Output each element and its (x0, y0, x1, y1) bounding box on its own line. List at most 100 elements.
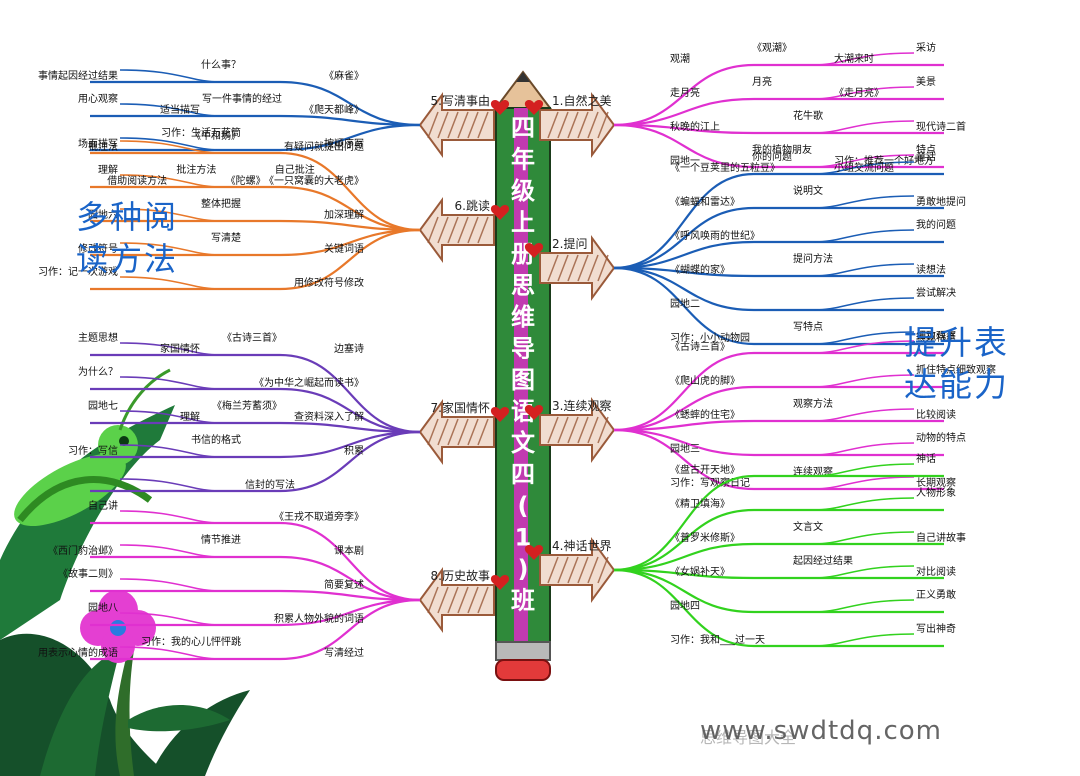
branch-text: 情节推进 (201, 533, 241, 546)
branch-line (90, 123, 421, 152)
branch-text: 园地四 (670, 599, 700, 612)
unit-group (524, 463, 944, 648)
branch-text: 查资料深入了解 (294, 410, 364, 423)
arrow-hatch (437, 586, 449, 614)
arrow-hatch (437, 418, 449, 446)
left-title-line-2: 读方法 (76, 240, 179, 278)
arrow-hatch (467, 586, 479, 614)
arrow-hatch (557, 416, 569, 444)
arrow-hatch (597, 254, 609, 282)
arrow-hatch (457, 418, 469, 446)
branch-text: 什么事？ (201, 58, 241, 71)
branch-line (613, 172, 944, 270)
sub-branch-line (813, 331, 915, 345)
branch-text: 适当描写 (160, 103, 200, 116)
branch-text: 人物形象 (916, 486, 956, 499)
unit-group (90, 510, 510, 661)
arrow-hatch (447, 418, 459, 446)
branch-text: 园地六 (88, 208, 118, 221)
sub-branch-line (813, 531, 915, 545)
branch-text: 《西门豹治邺》 (48, 544, 118, 557)
branch-line (613, 542, 944, 572)
sub-branch-line (813, 120, 915, 134)
branch-text: 《蟋蟀的住宅》 (670, 408, 740, 421)
arrow-hatch (457, 586, 469, 614)
branch-line (613, 123, 944, 169)
branch-line (90, 598, 421, 627)
branch-text: 《为中华之崛起而读书》 (254, 376, 364, 389)
arrow-hatch (567, 254, 579, 282)
arrow-hatch (597, 416, 609, 444)
branch-text: 用心观察 (78, 92, 118, 105)
branch-text: 采访 (916, 42, 936, 54)
unit-arrow (418, 566, 495, 634)
branch-text: 场面描写 (78, 137, 118, 150)
branch-text: 《古诗三首》 (670, 340, 730, 353)
arrow-hatch (437, 111, 449, 139)
heart-icon (490, 205, 510, 220)
branch-line (90, 228, 421, 257)
arrow-hatch (587, 556, 599, 584)
sub-branch-line (119, 242, 221, 256)
unit-arrow (539, 396, 616, 464)
branch-line (90, 228, 421, 291)
arrow-hatch (557, 556, 569, 584)
arrow-hatch (557, 254, 569, 282)
branch-text: 小组交流问题 (834, 161, 894, 174)
branch-text: 批注法 (88, 140, 118, 153)
branch-text: 观潮 (670, 52, 690, 65)
unit-arrow (418, 196, 495, 264)
branch-line (613, 63, 944, 127)
unit-arrow (418, 91, 495, 159)
arrow-hatch (587, 111, 599, 139)
branch-text: 园地七 (88, 399, 118, 412)
branch-text: 习作：推荐一个好地方 (834, 154, 934, 167)
sub-branch-line (813, 476, 915, 490)
branch-text: 《梅兰芳蓄须》 (212, 399, 282, 412)
pencil-ferrule (495, 641, 551, 661)
central-title-char: 上 (511, 209, 535, 237)
sub-branch-line (119, 174, 221, 188)
grasshopper-antenna (118, 368, 171, 431)
branch-text: 特点 (916, 144, 936, 156)
sub-branch-line (813, 442, 915, 456)
branch-text: 习作：我的心儿怦怦跳 (141, 635, 241, 648)
sub-branch-line (813, 497, 915, 511)
branch-text: 文言文 (793, 520, 823, 533)
arrow-hatch (577, 111, 589, 139)
sub-branch-line (119, 208, 221, 222)
flower-leaf (128, 705, 230, 732)
central-title-char: 维 (511, 303, 535, 331)
branch-line (90, 80, 421, 127)
branch-line (90, 598, 421, 661)
branch-text: 自己批注 (275, 163, 315, 176)
branch-text: 童话 (916, 150, 936, 163)
branch-text: 《呼风唤雨的世纪》 (670, 229, 760, 242)
grasshopper-body (14, 453, 126, 527)
unit-group (524, 52, 944, 169)
sub-branch-line (813, 340, 915, 354)
branch-line (613, 508, 944, 572)
branch-text: 习作：记一次游戏 (38, 265, 118, 278)
branch-text: 书信的格式 (191, 433, 241, 446)
central-title-char: 四 (511, 114, 535, 142)
heart-icon (490, 100, 510, 115)
unit-label: 4.神话世界 (552, 539, 611, 553)
branch-text: 理解 (180, 410, 200, 423)
branch-line (90, 421, 421, 434)
unit-arrow (418, 398, 495, 466)
branch-text: 写清楚 (211, 231, 241, 244)
branch-line (613, 97, 944, 127)
right-section-title: 提升表 达能力 (904, 322, 1009, 406)
sub-branch-line (813, 463, 915, 477)
flower-stem (115, 650, 134, 776)
branch-text: 你的问题 (752, 150, 792, 163)
central-title-char: 1 (515, 524, 532, 552)
branch-line (90, 387, 421, 434)
central-title-char: 四 (511, 461, 535, 489)
arrow-hatch (587, 416, 599, 444)
sub-branch-line (119, 376, 221, 390)
grass-blade-1 (150, 690, 250, 776)
branch-line (613, 123, 944, 135)
central-title-char: 思 (511, 272, 535, 300)
